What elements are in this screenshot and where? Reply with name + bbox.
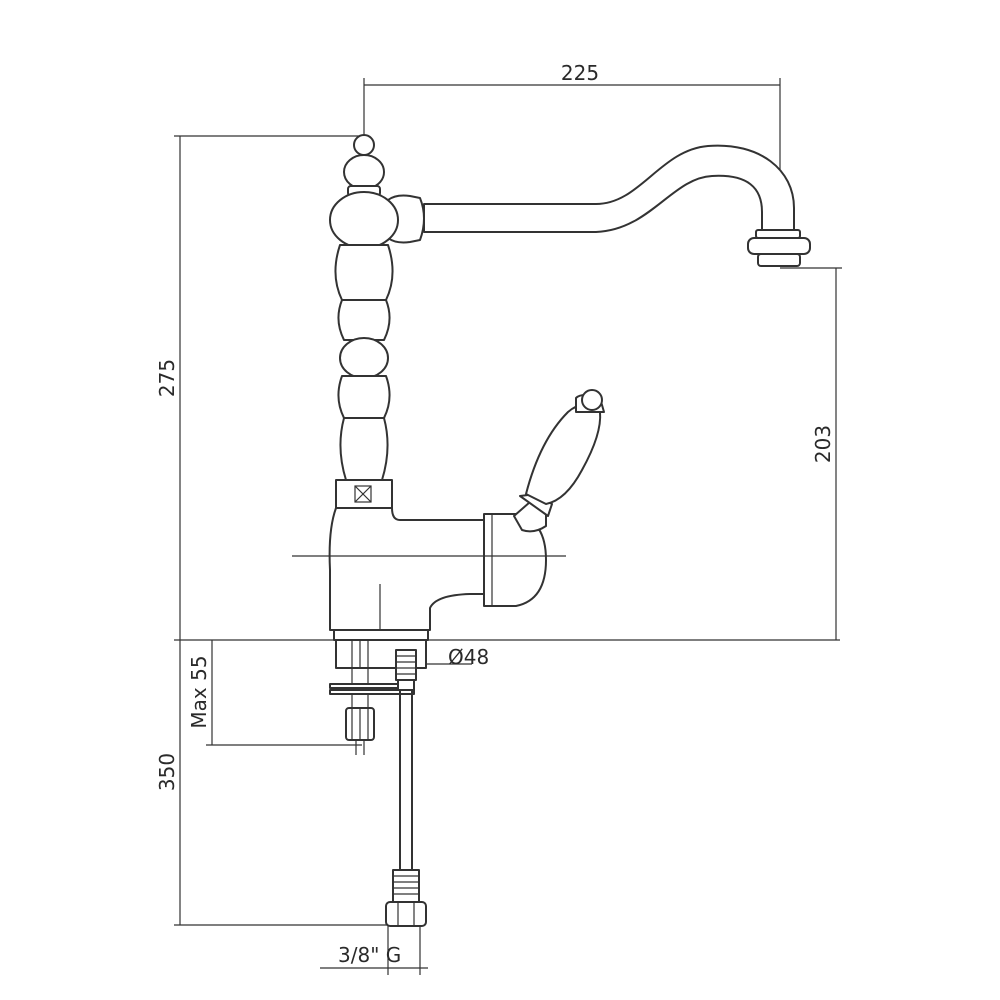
dim-total-height: 275 (155, 359, 179, 397)
dim-max-deck-thickness: Max 55 (187, 655, 211, 728)
supply-hose (385, 649, 427, 927)
dim-hose-length: 350 (155, 753, 179, 791)
dim-thread: 3/8" G (338, 943, 401, 967)
valve-body (292, 507, 566, 652)
dim-spout-height: 203 (811, 425, 835, 463)
lever-handle (513, 389, 605, 533)
dim-spout-reach: 225 (561, 61, 599, 85)
column (329, 134, 399, 509)
mounting-assembly (329, 629, 429, 755)
dim-base-diameter: Ø48 (448, 645, 489, 669)
spout (387, 144, 811, 267)
